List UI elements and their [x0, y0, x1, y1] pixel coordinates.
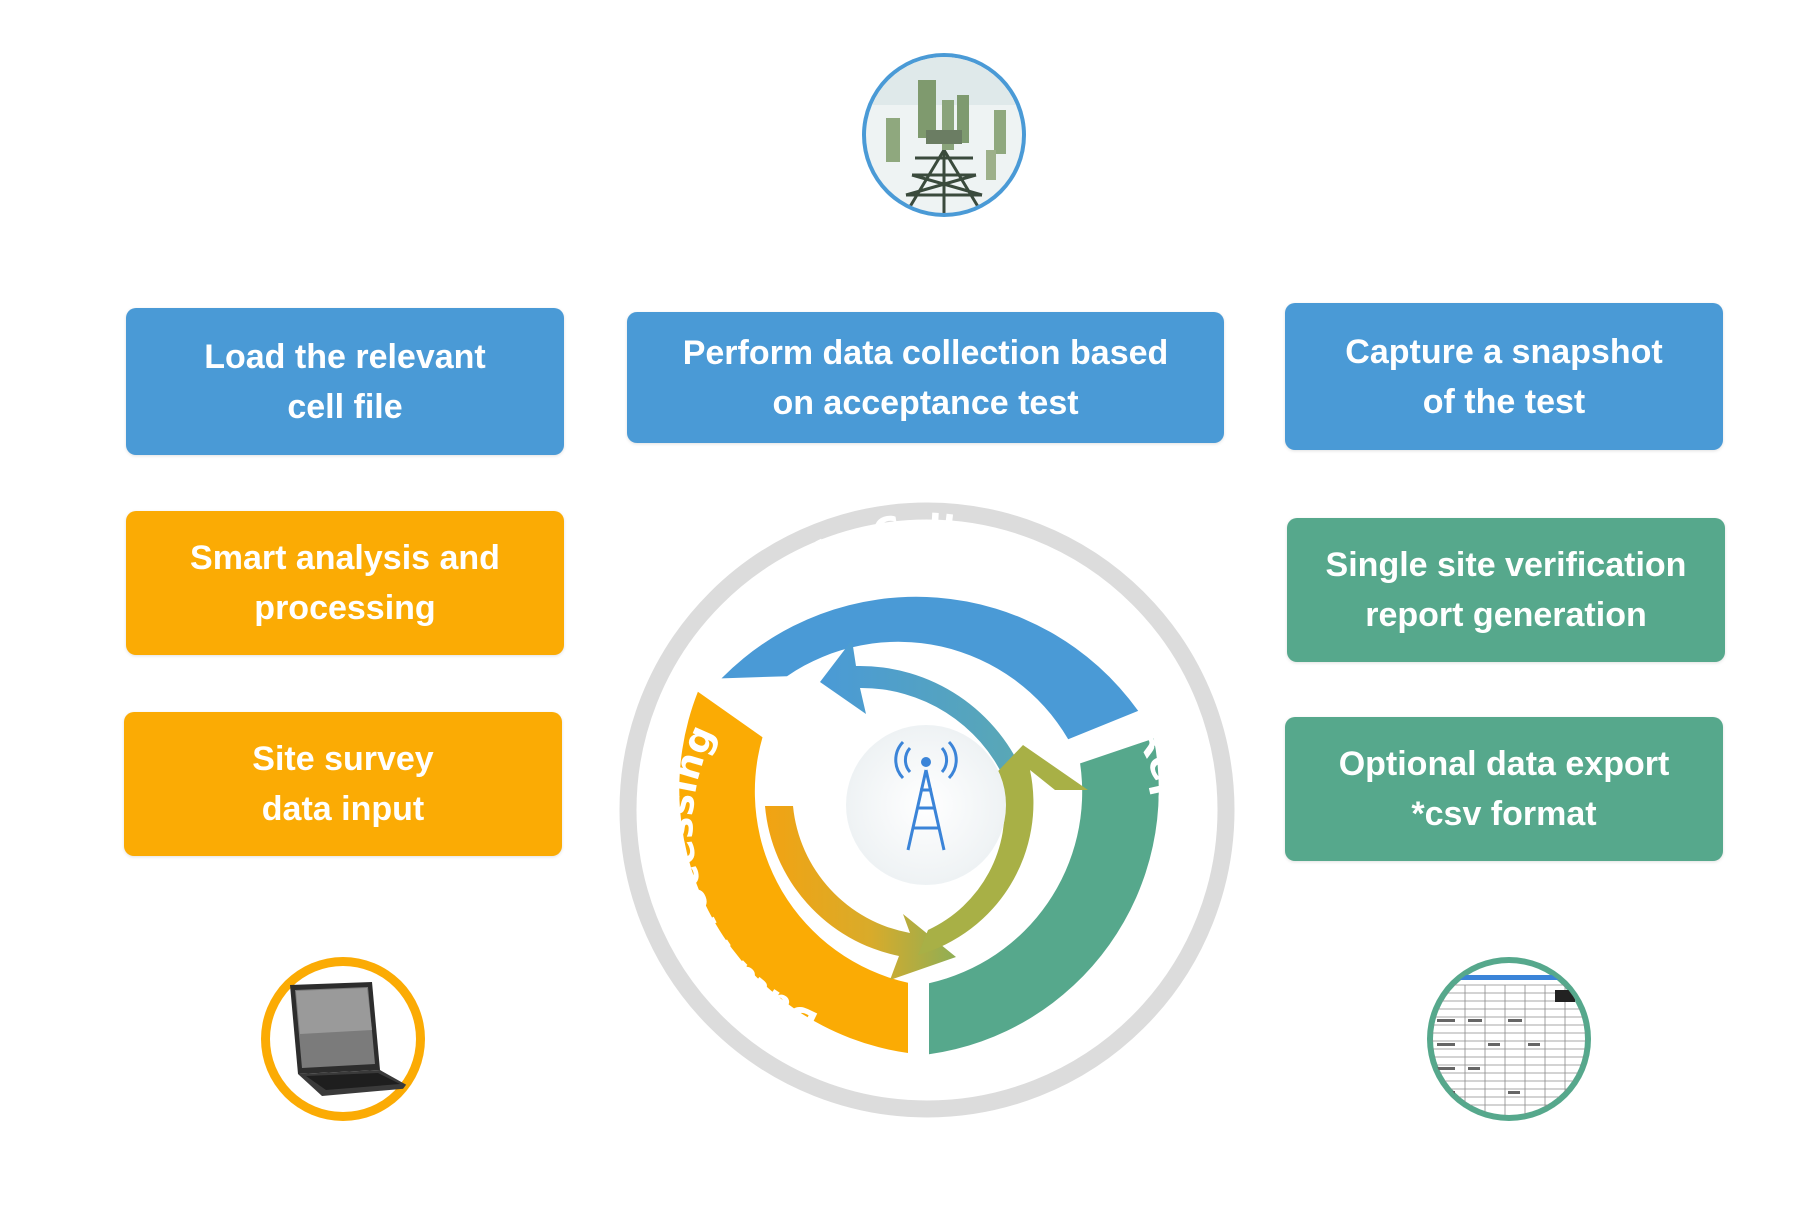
data-export-line2: *csv format: [1411, 795, 1597, 833]
single-site-report-line2: report generation: [1365, 596, 1647, 634]
label-data-collection: Data Collection: [757, 506, 1089, 606]
outer-ring: [619, 502, 1235, 1118]
site-survey-line2: data input: [261, 790, 425, 828]
laptop-icon: [261, 957, 425, 1121]
cycle-arrow-right: [918, 745, 1088, 955]
load-cell-file-line2: cell file: [287, 387, 403, 426]
capture-snapshot-line2: of the test: [1422, 382, 1586, 421]
data-collection-box: Perform data collection based on accepta…: [627, 312, 1224, 443]
single-site-report-box: Single site verification report generati…: [1287, 518, 1725, 662]
segment-reports-generation: [929, 738, 1159, 1055]
data-collection-line1: Perform data collection based: [682, 333, 1169, 372]
radio-tower-icon: [894, 740, 958, 851]
cycle-arrow-upper: [820, 640, 1026, 780]
site-survey-line1: Site survey: [252, 740, 434, 778]
segment-data-collection: [721, 596, 1139, 740]
data-export-line1: Optional data export: [1338, 745, 1670, 783]
tower-tip: [921, 757, 931, 767]
segment-data-processing: [679, 691, 908, 1053]
spreadsheet-report-icon: [1427, 957, 1591, 1121]
data-export-box: Optional data export *csv format: [1285, 717, 1723, 861]
capture-snapshot-line1: Capture a snapshot: [1345, 332, 1663, 371]
cell-tower-photo-icon: [862, 53, 1026, 217]
site-survey-box: Site survey data input: [124, 712, 562, 856]
data-collection-line2: on acceptance test: [772, 383, 1079, 422]
center-disc: [846, 725, 1006, 885]
single-site-report-line1: Single site verification: [1325, 546, 1687, 584]
smart-analysis-box: Smart analysis and processing: [126, 511, 564, 655]
load-cell-file-box: Load the relevant cell file: [126, 308, 564, 455]
smart-analysis-line1: Smart analysis and: [190, 539, 500, 577]
smart-analysis-line2: processing: [254, 589, 436, 627]
label-data-collection-path: Data Collection: [757, 506, 1089, 606]
cycle-arrow-lower: [765, 806, 956, 980]
load-cell-file-line1: Load the relevant: [204, 337, 486, 376]
capture-snapshot-box: Capture a snapshot of the test: [1285, 303, 1723, 450]
